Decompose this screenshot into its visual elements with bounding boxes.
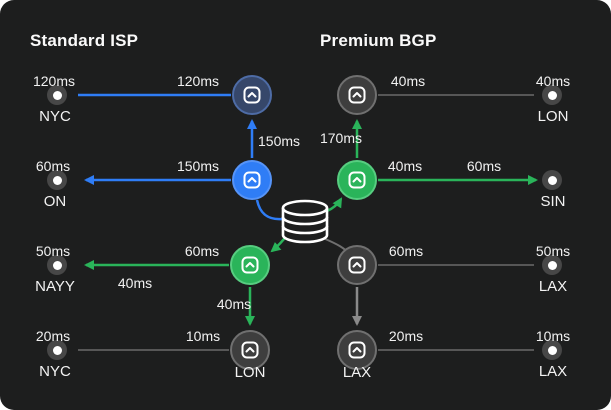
latency-label: 60ms xyxy=(388,243,424,259)
database-icon xyxy=(281,199,329,244)
endpoint-dot-lax-bottom xyxy=(542,340,562,360)
city-label: LON xyxy=(234,364,266,381)
hub-premium-main xyxy=(337,160,377,200)
latency-label: 120ms xyxy=(176,73,220,89)
city-label: NYC xyxy=(39,108,71,125)
latency-label: 120ms xyxy=(32,73,76,89)
city-label: SIN xyxy=(540,193,566,210)
city-label: LAX xyxy=(342,364,372,381)
db-link-green-right xyxy=(326,197,343,213)
latency-label: 50ms xyxy=(35,243,71,259)
latency-label: 40ms xyxy=(390,73,426,89)
latency-label: 150ms xyxy=(176,158,220,174)
latency-label: 170ms xyxy=(319,130,363,146)
city-label: LAX xyxy=(538,363,568,380)
latency-label: 10ms xyxy=(185,328,221,344)
endpoint-dot-center xyxy=(52,90,62,100)
endpoint-dot-center xyxy=(52,175,62,185)
city-label: LAX xyxy=(538,278,568,295)
city-label: NAYY xyxy=(35,278,75,295)
city-label: LON xyxy=(537,108,569,125)
endpoint-dot-center xyxy=(52,260,62,270)
chevron-up-square-icon xyxy=(241,256,259,274)
city-label: ON xyxy=(43,193,67,210)
hub-premium-mid xyxy=(337,245,377,285)
chevron-up-square-icon xyxy=(348,341,366,359)
hub-standard-top xyxy=(232,75,272,115)
hub-standard-lon xyxy=(230,330,270,370)
chevron-up-square-icon xyxy=(348,256,366,274)
latency-label: 20ms xyxy=(35,328,71,344)
endpoint-dot-center xyxy=(52,345,62,355)
endpoint-dot-lon xyxy=(542,85,562,105)
latency-label: 40ms xyxy=(216,296,252,312)
chevron-up-square-icon xyxy=(241,341,259,359)
latency-label: 60ms xyxy=(184,243,220,259)
latency-label: 40ms xyxy=(535,73,571,89)
chevron-up-square-icon xyxy=(348,171,366,189)
endpoint-dot-nyc-bottom xyxy=(47,340,67,360)
latency-label: 60ms xyxy=(35,158,71,174)
hub-premium-top xyxy=(337,75,377,115)
chevron-up-square-icon xyxy=(348,86,366,104)
endpoint-dot-center xyxy=(547,260,557,270)
endpoint-dot-nayy xyxy=(47,255,67,275)
city-label: NYC xyxy=(39,363,71,380)
latency-label: 150ms xyxy=(258,133,301,149)
latency-label: 40ms xyxy=(117,275,153,291)
endpoint-dot-center xyxy=(547,345,557,355)
endpoint-dot-center xyxy=(547,90,557,100)
premium-bgp-title: Premium BGP xyxy=(320,31,437,50)
endpoint-dot-on xyxy=(47,170,67,190)
endpoint-dot-center xyxy=(547,175,557,185)
db-link-blue xyxy=(255,199,283,221)
endpoint-dot-nyc-top xyxy=(47,85,67,105)
latency-label: 60ms xyxy=(466,158,502,174)
endpoint-dot-lax-mid xyxy=(542,255,562,275)
latency-label: 40ms xyxy=(387,158,423,174)
standard-isp-title: Standard ISP xyxy=(30,31,139,50)
hub-standard-green xyxy=(230,245,270,285)
hub-premium-lax xyxy=(337,330,377,370)
hub-standard-main xyxy=(232,160,272,200)
latency-label: 20ms xyxy=(388,328,424,344)
latency-label: 50ms xyxy=(535,243,571,259)
chevron-up-square-icon xyxy=(243,171,261,189)
endpoint-dot-sin xyxy=(542,170,562,190)
chevron-up-square-icon xyxy=(243,86,261,104)
latency-label: 10ms xyxy=(535,328,571,344)
